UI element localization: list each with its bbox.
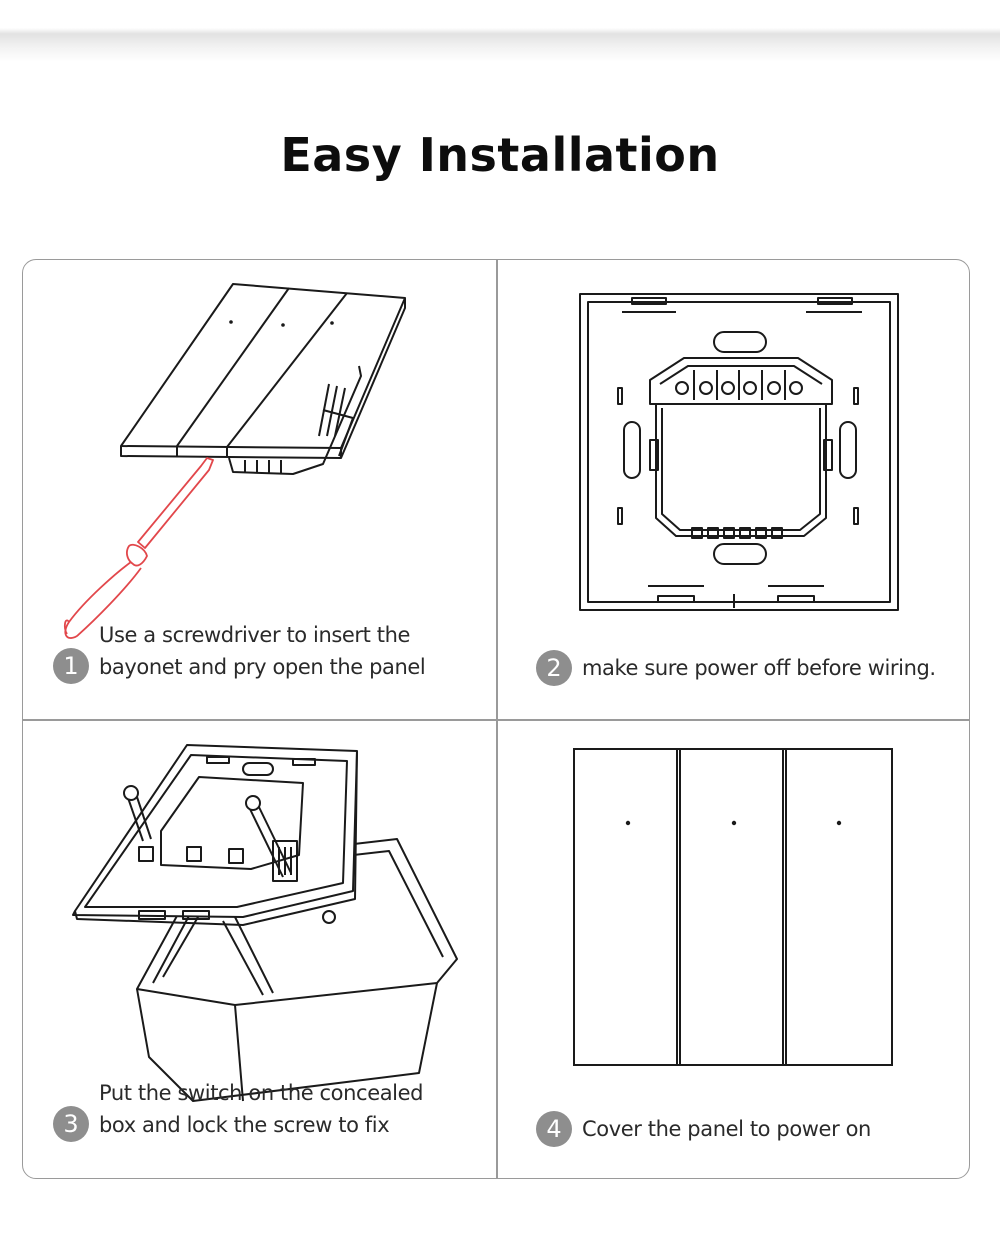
- top-shade: [0, 0, 1000, 62]
- installation-grid: 1 Use a screwdriver to insert the bayone…: [22, 259, 970, 1179]
- step-3-panel: 3 Put the switch on the concealed box an…: [23, 721, 496, 1178]
- screwdriver-pry-illustration: [63, 283, 406, 639]
- step-3-caption: 3 Put the switch on the concealed box an…: [53, 1081, 423, 1142]
- step-2-panel: 2 make sure power off before wiring.: [498, 260, 969, 719]
- caption-line: box and lock the screw to fix: [99, 1113, 390, 1137]
- mount-on-box-illustration: [72, 744, 458, 1102]
- step-2-caption: 2 make sure power off before wiring.: [536, 650, 936, 686]
- step-number-badge: 1: [53, 648, 89, 684]
- back-plate-wiring-illustration: [579, 293, 899, 611]
- step-number-badge: 3: [53, 1106, 89, 1142]
- caption-line: Put the switch on the concealed: [99, 1081, 424, 1105]
- grid-divider-horizontal: [23, 719, 969, 721]
- caption-line: make sure power off before wiring.: [582, 656, 936, 680]
- three-gang-panel-illustration: [573, 748, 893, 1066]
- step-1-caption: 1 Use a screwdriver to insert the bayone…: [53, 623, 426, 684]
- step-number-badge: 2: [536, 650, 572, 686]
- step-caption-text: Put the switch on the concealed box and …: [99, 1077, 423, 1141]
- caption-line: Cover the panel to power on: [582, 1117, 871, 1141]
- caption-line: Use a screwdriver to insert the: [99, 623, 411, 647]
- page-title: Easy Installation: [280, 128, 720, 182]
- step-4-panel: 4 Cover the panel to power on: [498, 721, 969, 1178]
- step-1-panel: 1 Use a screwdriver to insert the bayone…: [23, 260, 496, 719]
- caption-line: bayonet and pry open the panel: [99, 655, 426, 679]
- step-caption-text: Use a screwdriver to insert the bayonet …: [99, 619, 426, 683]
- step-number-badge: 4: [536, 1111, 572, 1147]
- step-caption-text: Cover the panel to power on: [582, 1113, 871, 1145]
- step-caption-text: make sure power off before wiring.: [582, 652, 936, 684]
- step-4-caption: 4 Cover the panel to power on: [536, 1111, 871, 1147]
